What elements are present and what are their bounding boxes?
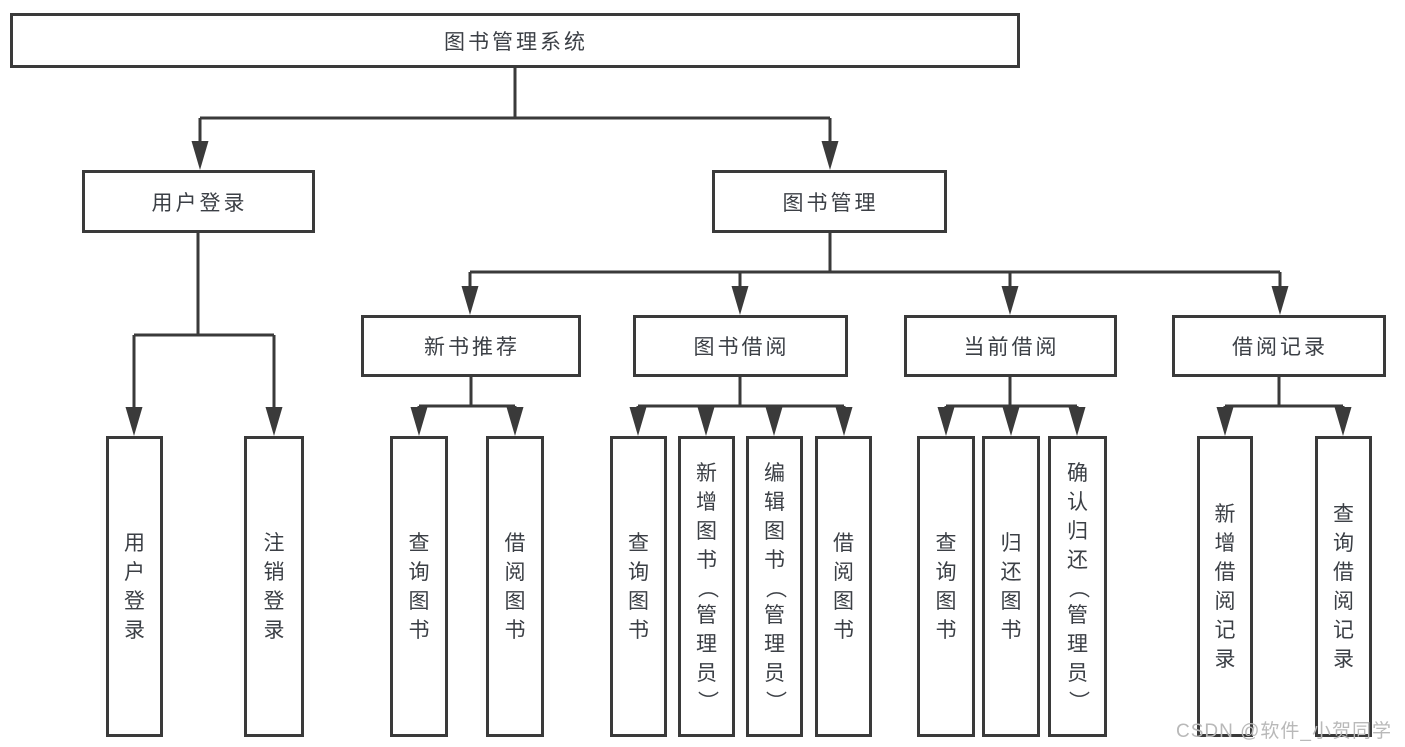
leaf-borrowing-borrow-books: 借阅图书 [815,436,872,737]
node-label: 借阅图书 [504,531,526,642]
node-label: 新书推荐 [424,336,520,359]
leaf-newbook-query-books: 查询图书 [390,436,448,737]
node-label: 查询图书 [628,531,649,642]
leaf-borrowing-edit-books-admin: 编辑图书（管理员） [746,436,803,737]
node-label: 查询图书 [408,531,430,642]
node-library-management-system: 图书管理系统 [10,13,1020,68]
node-label: 用户登录 [151,191,248,215]
leaf-user-login: 用户登录 [106,436,163,737]
leaf-borrowing-query-books: 查询图书 [610,436,667,737]
node-user-login: 用户登录 [82,170,315,233]
leaf-newbook-borrow-books: 借阅图书 [486,436,544,737]
leaf-logout: 注销登录 [244,436,304,737]
node-book-management: 图书管理 [712,170,947,233]
node-label: 图书借阅 [693,336,790,359]
node-borrowing-records: 借阅记录 [1172,315,1386,377]
leaf-records-query-borrow-record: 查询借阅记录 [1315,436,1372,737]
node-label: 查询借阅记录 [1333,502,1354,671]
node-label: 新增借阅记录 [1214,502,1236,671]
node-label: 图书管理系统 [444,30,588,54]
node-book-borrowing: 图书借阅 [633,315,848,377]
leaf-borrowing-add-books-admin: 新增图书（管理员） [678,436,735,737]
leaf-current-confirm-return-admin: 确认归还（管理员） [1048,436,1107,737]
leaf-current-return-books: 归还图书 [982,436,1040,737]
node-label: 编辑图书（管理员） [763,462,787,712]
csdn-watermark: CSDN @软件_小贺同学 [1176,721,1392,742]
node-label: 用户登录 [124,531,145,642]
node-label: 查询图书 [935,531,957,642]
node-label: 注销登录 [263,531,285,642]
node-current-borrowing: 当前借阅 [904,315,1117,377]
node-label: 归还图书 [1000,531,1022,642]
leaf-current-query-books: 查询图书 [917,436,975,737]
node-label: 图书管理 [782,191,879,215]
node-label: 新增图书（管理员） [695,462,719,712]
node-label: 当前借阅 [963,336,1060,359]
node-label: 借阅图书 [833,531,854,642]
node-label: 确认归还（管理员） [1066,462,1090,712]
node-label: 借阅记录 [1232,336,1328,359]
node-new-book-recommendation: 新书推荐 [361,315,581,377]
leaf-records-add-borrow-record: 新增借阅记录 [1197,436,1253,737]
